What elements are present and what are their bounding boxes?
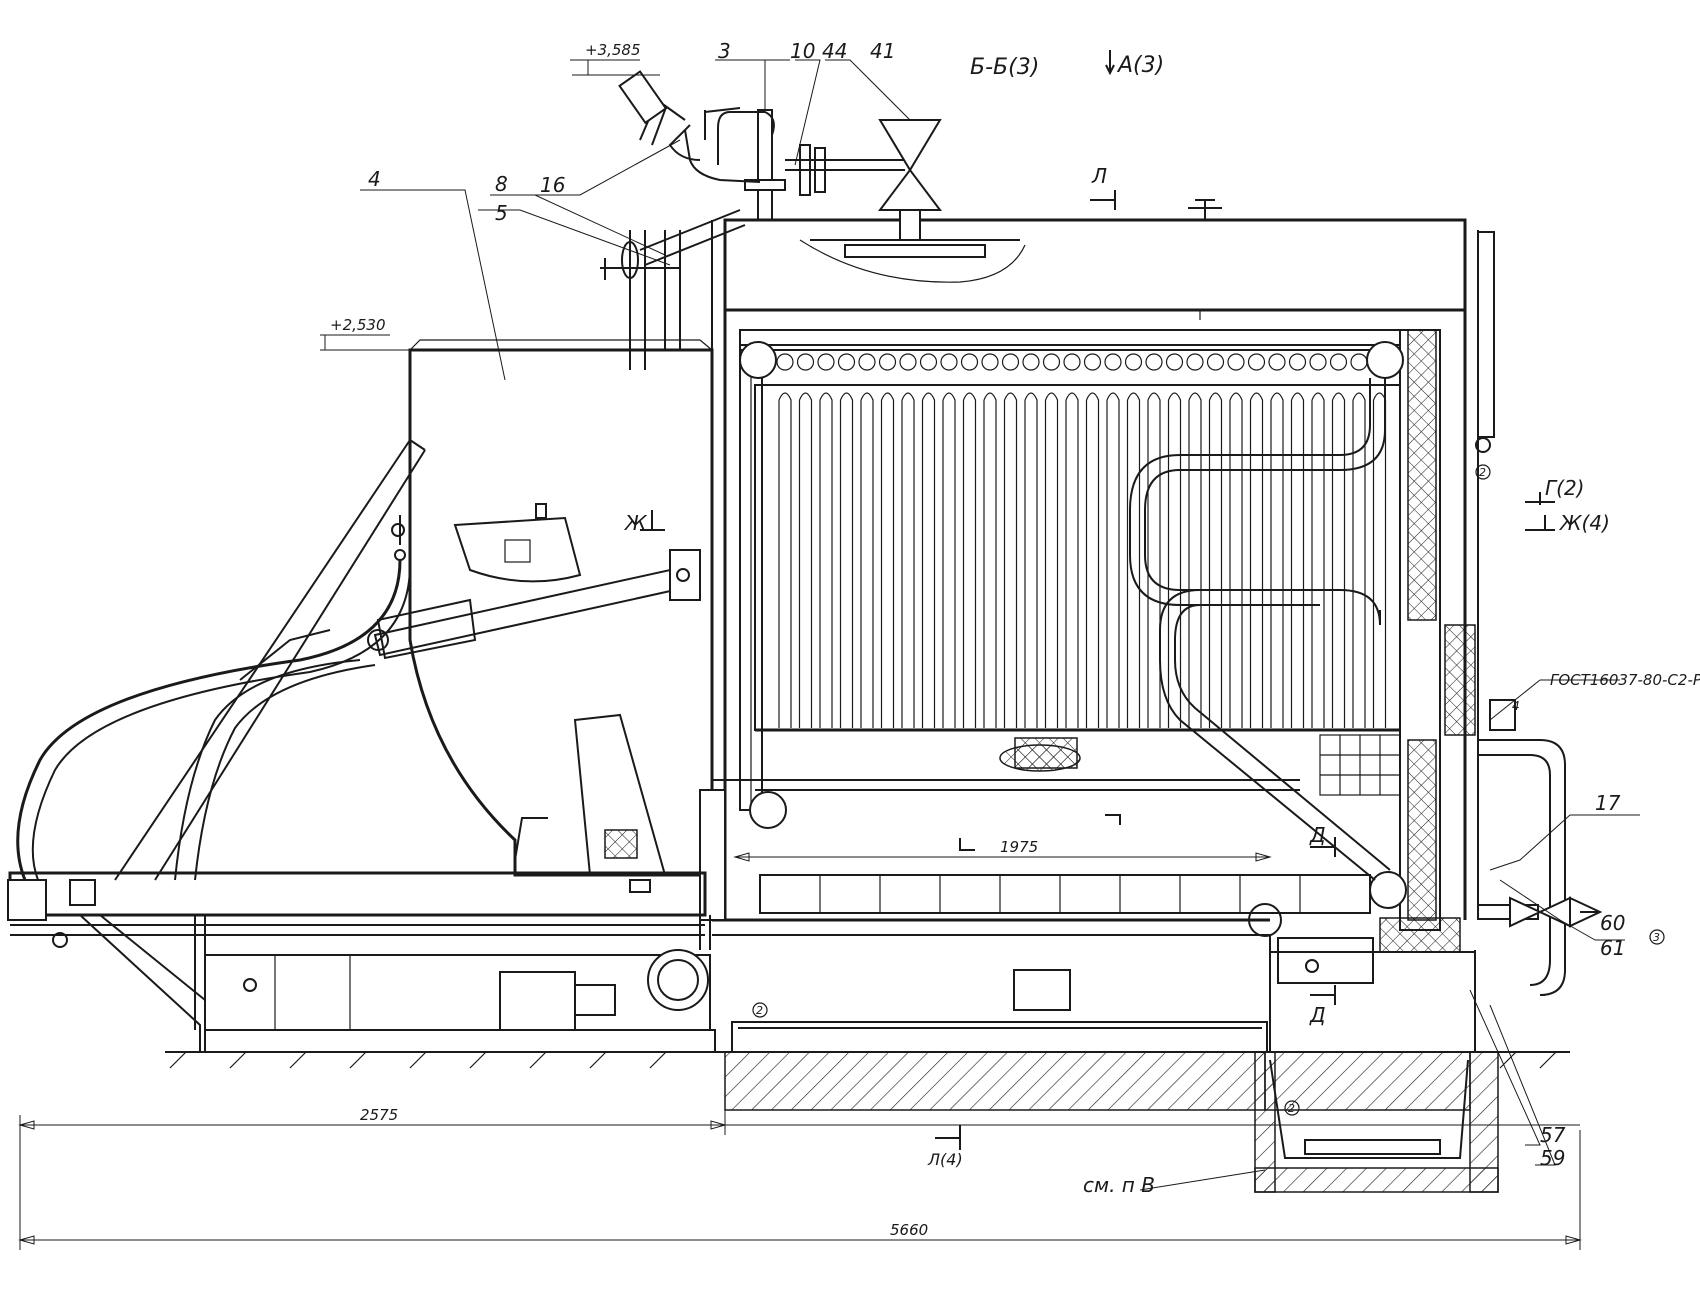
circle-mark-2: 2 [1288, 1102, 1295, 1115]
leaders [360, 59, 1640, 1191]
elevation-top: +3,585 [585, 41, 641, 59]
circle-mark-1: 2 [756, 1004, 763, 1017]
callout-3: 3 [718, 39, 731, 63]
callout-60: 60 [1600, 911, 1625, 935]
dimension-left: 2575 [360, 1106, 398, 1124]
callout-16: 16 [540, 173, 565, 197]
insulation [1014, 329, 1476, 953]
boiler-casing [711, 218, 1495, 931]
callout-59: 59 [1540, 1146, 1565, 1170]
section-title: Б-Б(3) [970, 55, 1039, 80]
callout-41: 41 [870, 39, 895, 63]
circle-mark-4: 3 [1653, 931, 1660, 944]
mark-g: Г(2) [1545, 476, 1584, 500]
furnace-grate [712, 779, 1476, 1052]
callout-4: 4 [368, 167, 381, 191]
foundation [165, 1021, 1570, 1193]
right-piping [1475, 437, 1603, 996]
top-fittings [600, 70, 1222, 370]
fuel-hopper [408, 339, 726, 921]
callout-57: 57 [1540, 1123, 1566, 1147]
dimension-overall: 5660 [890, 1221, 928, 1239]
section-arrows [640, 50, 1555, 1150]
elevation-mid: +2,530 [330, 316, 386, 334]
mark-d-bottom: Д [1309, 1003, 1326, 1027]
labels: Б-Б(3) А(3) 4 8 5 3 10 44 41 16 17 60 61… [330, 39, 1700, 1239]
dimension-lines [18, 59, 1582, 1250]
mark-zh-right: Ж(4) [1558, 511, 1610, 535]
mark-l-top: Л [1091, 164, 1107, 188]
callout-17: 17 [1595, 791, 1621, 815]
callout-44: 44 [822, 39, 847, 63]
view-ref-a: А(3) [1116, 53, 1164, 78]
mark-d-top: Д [1309, 823, 1326, 847]
callout-61: 61 [1600, 936, 1625, 960]
tube-bank [739, 329, 1407, 937]
circle-mark-3: 2 [1479, 466, 1486, 479]
note-gost: ГОСТ16037-80-С2-Р [1550, 671, 1700, 689]
callout-8: 8 [495, 172, 508, 196]
feeder-frame [7, 871, 716, 1053]
note-weld: 4 [1512, 699, 1520, 713]
dimension-grate: 1975 [1000, 838, 1038, 856]
feeder-arm [114, 439, 701, 881]
callout-10: 10 [790, 39, 815, 63]
mark-l-bottom: Л(4) [927, 1150, 963, 1169]
note-see-view: см. п В [1083, 1173, 1155, 1197]
hoses [16, 559, 411, 881]
callout-5: 5 [495, 201, 508, 225]
circle-marks: 2 2 2 3 [752, 464, 1665, 1116]
mark-zh-left: Ж [623, 511, 648, 535]
